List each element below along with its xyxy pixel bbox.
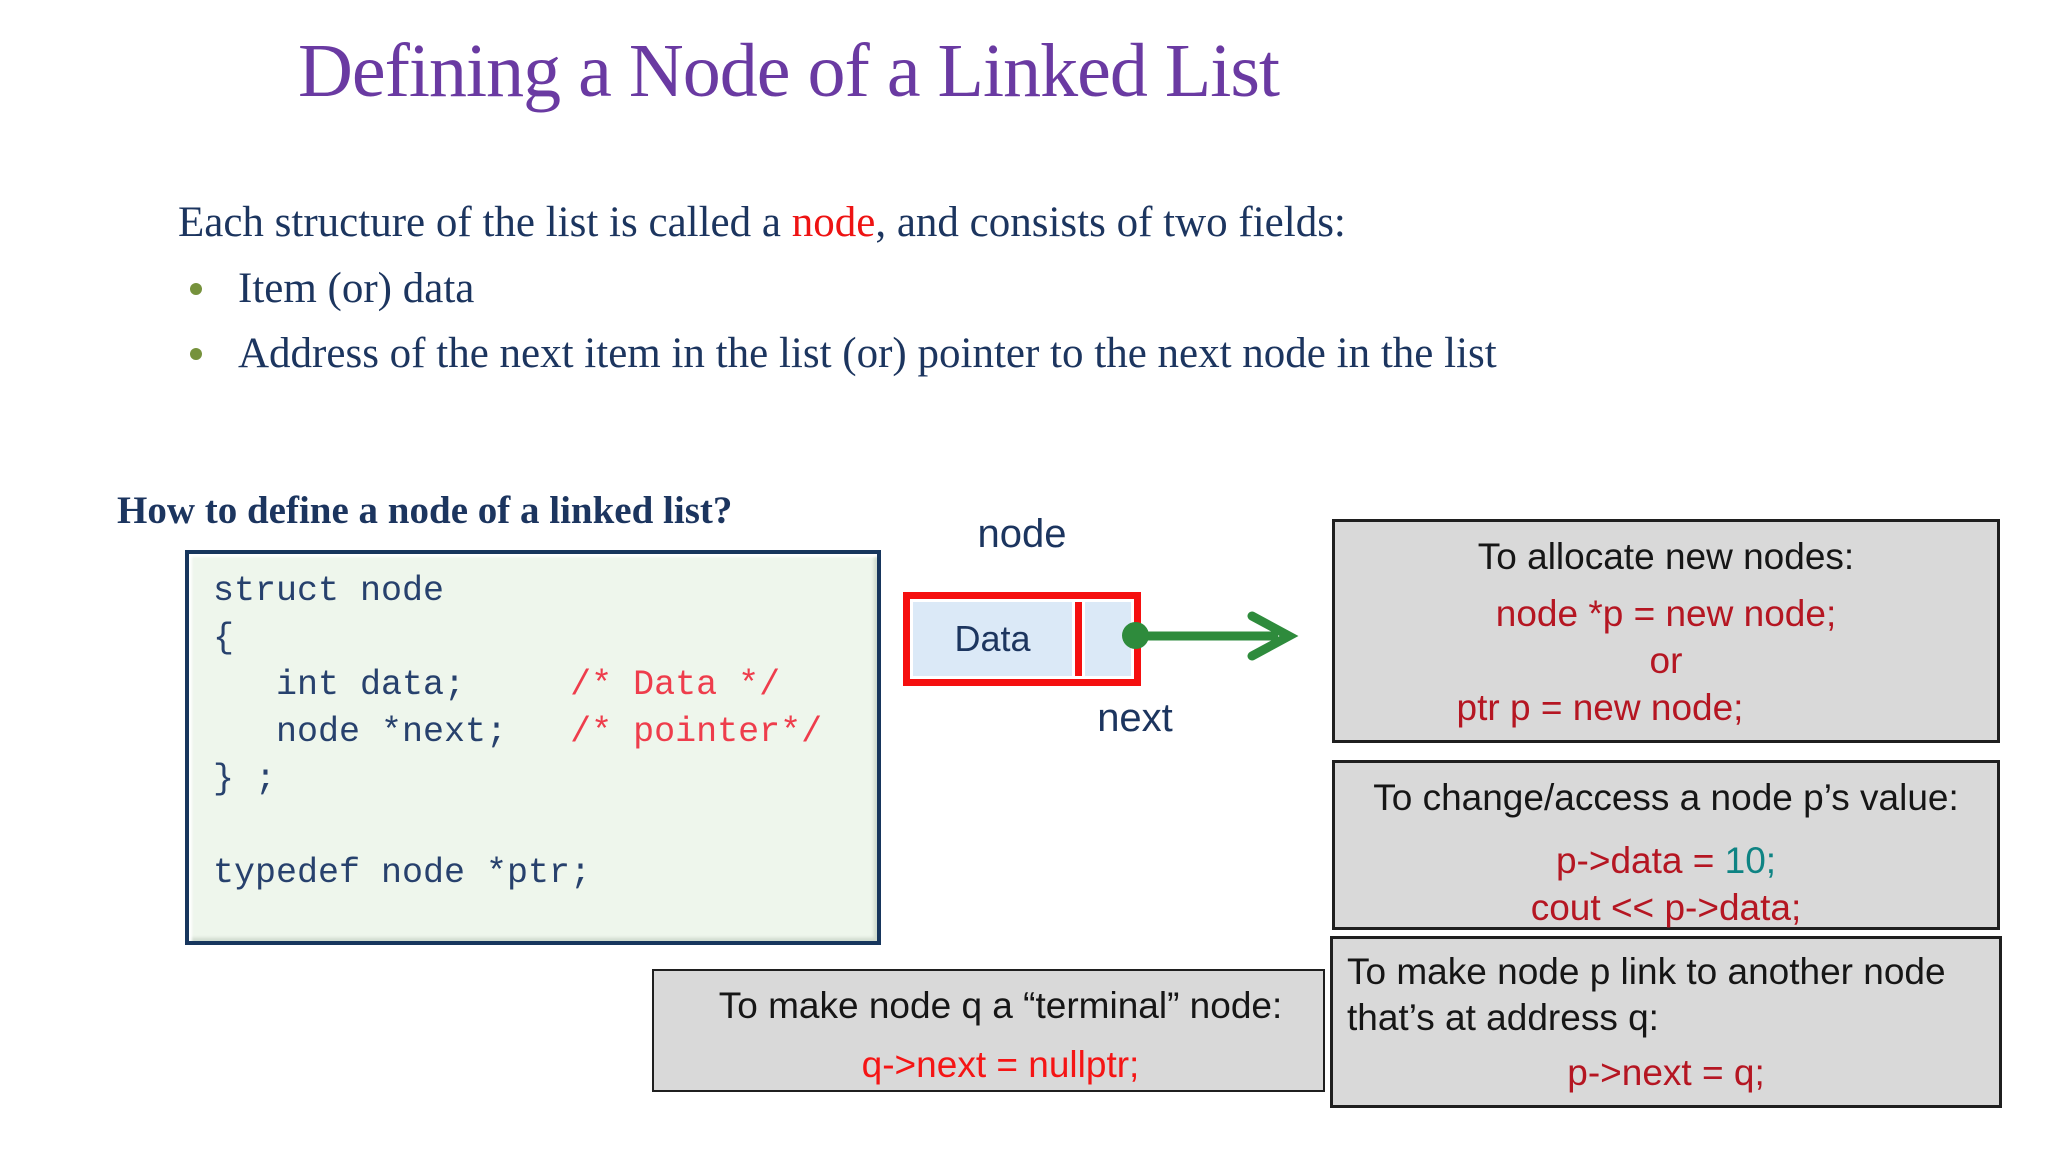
bullet-text: Address of the next item in the list (or… <box>238 330 1497 377</box>
bullet-icon <box>190 283 202 295</box>
info-box-code: p->next = q; <box>1567 1052 1765 1093</box>
code-box: struct node{ int data; /* Data */ node *… <box>185 550 881 945</box>
intro-text: Each structure of the list is called a n… <box>178 199 1346 246</box>
info-box-code: q->next = nullptr; <box>861 1044 1140 1085</box>
data-cell-label: Data <box>954 618 1031 659</box>
page-title: Defining a Node of a Linked List <box>298 29 1280 113</box>
next-label: next <box>1097 696 1173 740</box>
pointer-dot <box>1122 622 1149 649</box>
info-box-code: p->data = 10;cout << p->data; <box>1530 840 1802 928</box>
node-diagram: Data <box>903 592 1141 686</box>
info-box-allocate: To allocate new nodes: node *p = new nod… <box>1332 519 2000 743</box>
bullet-text: Item (or) data <box>238 265 475 312</box>
node-label: node <box>977 512 1067 556</box>
info-box-link-node: To make node p link to another node that… <box>1330 936 2002 1108</box>
bullet-icon <box>190 348 202 360</box>
info-box-title: To change/access a node p’s value: <box>1373 777 1959 818</box>
question-heading: How to define a node of a linked list? <box>117 489 733 532</box>
info-box-title: To make node q a “terminal” node: <box>718 985 1283 1026</box>
code-listing: struct node{ int data; /* Data */ node *… <box>213 571 823 893</box>
bullet-list: Item (or) data Address of the next item … <box>186 256 1606 386</box>
info-box-title: To make node p link to another node that… <box>1347 951 1946 1038</box>
bullet-item: Address of the next item in the list (or… <box>186 321 1606 386</box>
info-box-title: To allocate new nodes: <box>1477 536 1855 577</box>
bullet-item: Item (or) data <box>186 256 1606 321</box>
info-box-change-access: To change/access a node p’s value: p->da… <box>1332 760 2000 930</box>
cell-divider <box>1075 602 1082 676</box>
pointer-arrow-icon <box>1140 611 1299 661</box>
info-box-terminal-node: To make node q a “terminal” node: q->nex… <box>652 969 1325 1092</box>
data-cell: Data <box>913 602 1072 676</box>
